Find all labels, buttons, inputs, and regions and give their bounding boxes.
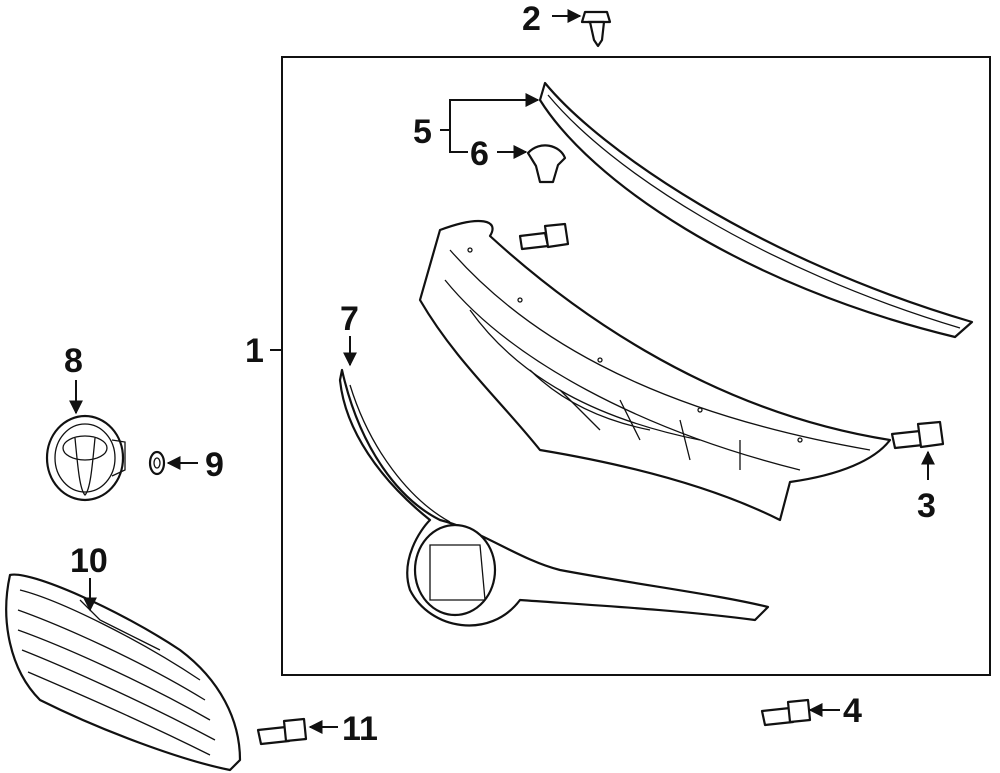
push-clip-part-2: [580, 10, 612, 48]
upper-grille-frame: [418, 219, 892, 522]
leader-5: [440, 93, 540, 131]
clip-part: [526, 144, 567, 184]
lower-grille-molding: [338, 368, 770, 627]
emblem-part: [45, 414, 126, 502]
callout-5: 5: [413, 113, 432, 151]
callout-10: 10: [70, 542, 108, 580]
callout-2: 2: [522, 0, 541, 38]
callout-1: 1: [245, 332, 264, 370]
upper-molding-strip: [538, 81, 974, 339]
callout-6: 6: [470, 135, 489, 173]
bolt-part-4: [760, 698, 812, 727]
callout-4: 4: [843, 692, 862, 730]
leader-5b: [449, 130, 468, 153]
assembly-frame: [281, 56, 991, 676]
callout-8: 8: [64, 342, 83, 380]
lower-grille: [5, 573, 242, 772]
callout-7: 7: [340, 300, 359, 338]
callout-9: 9: [205, 446, 224, 484]
bolt-part-11: [256, 717, 308, 746]
callout-11: 11: [342, 710, 378, 748]
bolt-part-3: [890, 420, 945, 450]
callout-3: 3: [917, 487, 936, 525]
washer-part: [148, 450, 166, 476]
frame-bolt-upper: [518, 222, 570, 251]
